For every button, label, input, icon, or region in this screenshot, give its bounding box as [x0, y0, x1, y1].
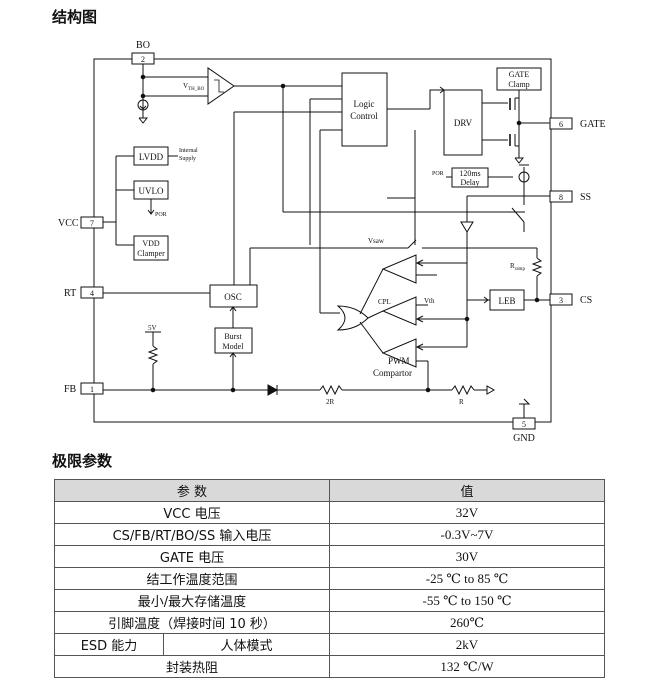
pin-name-cs: CS [580, 295, 592, 306]
pwm-comparator [381, 338, 417, 368]
svg-text:Internal: Internal [179, 148, 198, 154]
or-gate [336, 305, 369, 331]
pin-name-rt: RT [64, 288, 76, 299]
pin-number-bo: 2 [141, 55, 145, 64]
table-row: 引脚温度（焊接时间 10 秒）260℃ [54, 611, 605, 634]
abs-max-heading: 极限参数 [52, 452, 113, 470]
svg-text:Supply: Supply [179, 156, 196, 162]
svg-text:2R: 2R [326, 398, 335, 406]
chip-outline [93, 58, 552, 423]
svg-text:Clamper: Clamper [137, 249, 165, 258]
vsaw-label: Vsaw [368, 237, 385, 245]
svg-text:DRV: DRV [454, 118, 473, 128]
svg-text:UVLO: UVLO [139, 186, 164, 196]
pin-number-cs: 3 [559, 296, 563, 305]
pin-number-gnd: 5 [522, 420, 526, 429]
table-row: 最小/最大存储温度-55 ℃ to 150 ℃ [54, 589, 605, 612]
esd-model: 人体模式 [220, 639, 273, 654]
ground-icon [138, 117, 149, 124]
pin-name-gate: GATE [580, 119, 606, 130]
pin-name-gnd: GND [513, 433, 535, 444]
svg-text:R: R [459, 398, 464, 406]
logic-control-block [341, 72, 388, 147]
block-diagram-heading: 结构图 [52, 8, 98, 26]
pin-number-fb: 1 [90, 385, 94, 394]
pin-name-bo: BO [136, 40, 150, 51]
svg-text:Rramp: Rramp [510, 262, 525, 272]
pin-number-vcc: 7 [90, 219, 94, 228]
svg-text:LEB: LEB [499, 296, 516, 306]
table-row: CS/FB/RT/BO/SS 输入电压-0.3V~7V [54, 523, 605, 546]
esd-label: ESD 能力 [55, 634, 164, 655]
diode-icon [267, 384, 279, 396]
ss-comparator [381, 254, 417, 284]
svg-text:OSC: OSC [224, 292, 242, 302]
cpl-label: CPL [378, 298, 391, 306]
svg-text:Burst: Burst [224, 332, 242, 341]
table-row: ESD 能力 人体模式 2kV [54, 633, 605, 656]
svg-text:GATE: GATE [509, 70, 530, 79]
svg-text:POR: POR [432, 171, 444, 177]
pin-name-fb: FB [64, 384, 77, 395]
svg-text:POR: POR [155, 212, 167, 218]
block-diagram: 2 BO 7 VCC 4 RT 1 FB 6 GATE 8 SS 3 CS 5 … [58, 40, 606, 444]
svg-text:Logic: Logic [354, 99, 375, 109]
svg-text:Control: Control [350, 111, 378, 121]
svg-text:PWM: PWM [388, 356, 410, 366]
drv-block [443, 89, 483, 156]
svg-text:LVDD: LVDD [139, 152, 164, 162]
header-value: 值 [329, 479, 605, 502]
pin-name-ss: SS [580, 192, 591, 203]
header-param: 参 数 [54, 479, 330, 502]
svg-text:VDD: VDD [142, 239, 160, 248]
svg-text:120ms: 120ms [459, 169, 480, 178]
pin-number-rt: 4 [90, 289, 94, 298]
svg-text:Model: Model [223, 342, 245, 351]
pin-number-ss: 8 [559, 193, 563, 202]
pin-number-gate: 6 [559, 120, 563, 129]
table-row: 结工作温度范围-25 ℃ to 85 ℃ [54, 567, 605, 590]
table-header-row: 参 数 值 [54, 479, 605, 502]
cpl-comparator [381, 296, 417, 326]
ss-buffer [460, 221, 474, 233]
pin-box-fb [80, 382, 104, 395]
vth-label: Vth [424, 297, 435, 305]
bo-comparator [207, 67, 235, 105]
svg-text:Compartor: Compartor [373, 368, 412, 378]
svg-text:Clamp: Clamp [508, 80, 529, 89]
pin-name-vcc: VCC [58, 218, 79, 229]
vdd-clamper-block [133, 235, 169, 261]
svg-text:Delay: Delay [460, 178, 479, 187]
five-v-label: 5V [148, 324, 157, 332]
current-source-icon [137, 99, 149, 111]
vth-bo-label: VTH_BO [183, 82, 205, 92]
